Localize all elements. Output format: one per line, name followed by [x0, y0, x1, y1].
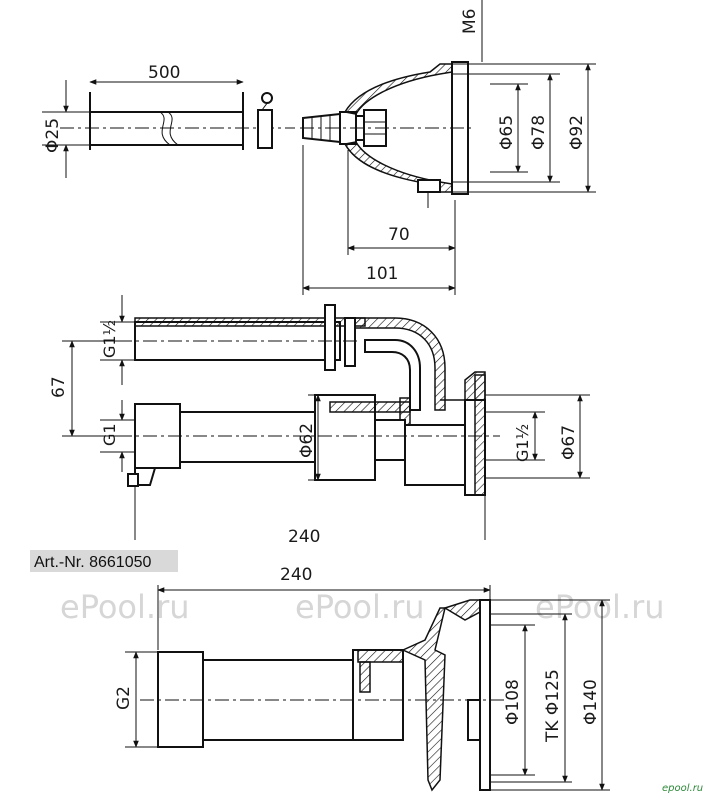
watermark-2: ePool.ru — [295, 588, 425, 626]
dim-d78: Φ78 — [529, 115, 549, 150]
bottom-view: 240 G2 Φ108 TK Φ125 Φ140 — [114, 565, 610, 792]
article-number: Art.-Nr. 8661050 — [30, 550, 178, 572]
dim-d62: Φ62 — [297, 423, 317, 458]
hose — [60, 92, 295, 150]
dim-thread-g2: G2 — [114, 686, 134, 710]
housing-bell — [300, 61, 490, 208]
dim-depth-101: 101 — [366, 264, 398, 284]
dim-d108: Φ108 — [503, 679, 523, 725]
dim-d92: Φ92 — [567, 115, 587, 150]
corner-link[interactable]: epool.ru — [662, 783, 703, 794]
dim-d65: Φ65 — [497, 115, 517, 150]
watermark-3: ePool.ru — [535, 588, 665, 626]
hose-clip — [257, 92, 273, 149]
article-number-text: Art.-Nr. 8661050 — [34, 554, 152, 571]
dim-hose-length: 500 — [148, 63, 180, 83]
dim-d67: Φ67 — [559, 425, 579, 460]
dim-thread-bottom: G1 — [100, 423, 119, 446]
dim-thread-top: G1½ — [100, 320, 119, 358]
middle-view: G1½ 67 G1 Φ62 G1½ Φ67 240 — [49, 295, 590, 547]
dim-offset-67: 67 — [49, 376, 69, 398]
watermark-1: ePool.ru — [60, 588, 190, 626]
dim-hose-diameter: Φ25 — [43, 118, 63, 153]
dim-length-240-mid: 240 — [288, 527, 320, 547]
dim-thread-flange: G1½ — [513, 424, 532, 462]
dim-d140: Φ140 — [581, 679, 601, 725]
dim-bolt: M6 — [460, 9, 480, 34]
top-view: 500 Φ25 M6 Φ65 Φ78 Φ92 70 101 — [42, 0, 596, 295]
dim-depth-70: 70 — [388, 225, 410, 245]
dim-tk125: TK Φ125 — [543, 669, 563, 743]
dim-length-240-bottom: 240 — [280, 565, 312, 585]
